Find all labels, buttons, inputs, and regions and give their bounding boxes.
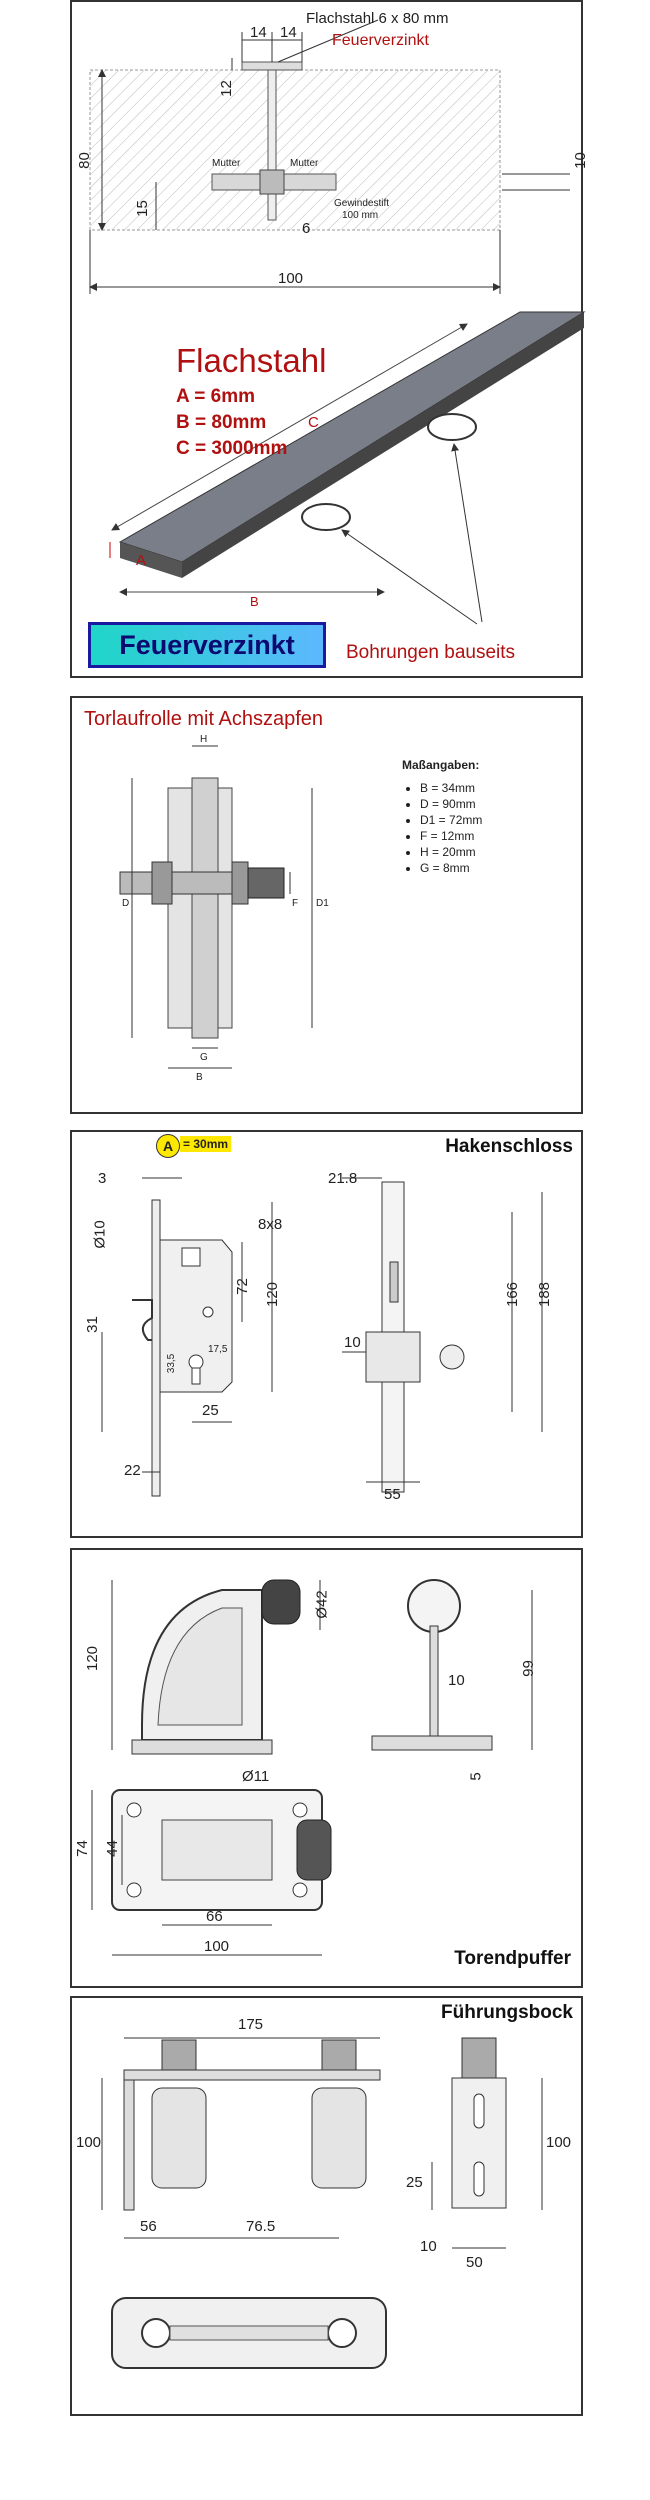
bracket-bar bbox=[123, 2069, 381, 2081]
fuehrungsbock-drawing bbox=[101, 2037, 543, 2369]
dim-56: 56 bbox=[140, 2218, 157, 2235]
mutter-left-label: Mutter bbox=[212, 158, 241, 169]
spec-item: H = 20mm bbox=[420, 844, 482, 860]
dim-44: 44 bbox=[103, 1840, 121, 1857]
torlaufrolle-panel: Torlaufrolle mit Achszapfen H D D1 F G B… bbox=[70, 696, 583, 1114]
hakenschloss-panel: Hakenschloss A = 30mm 3 21.8 Ø10 8x8 72 … bbox=[70, 1130, 583, 1538]
dim-21-8: 21.8 bbox=[328, 1170, 358, 1187]
a-badge: A bbox=[156, 1134, 180, 1158]
flachstahl-header-label: Flachstahl 6 x 80 mm bbox=[306, 10, 449, 27]
torlaufrolle-title: Torlaufrolle mit Achszapfen bbox=[84, 708, 324, 730]
dim-8x8: 8x8 bbox=[258, 1216, 283, 1233]
dim-10-dia: Ø10 bbox=[91, 1220, 109, 1249]
dim-188: 188 bbox=[536, 1281, 554, 1308]
dim-11: Ø11 bbox=[242, 1768, 270, 1785]
spec-item: F = 12mm bbox=[420, 828, 482, 844]
dim-55: 55 bbox=[384, 1486, 401, 1503]
gewindestift-length: 100 mm bbox=[342, 210, 379, 221]
torendpuffer-title: Torendpuffer bbox=[454, 1948, 571, 1969]
dim-100: 100 bbox=[204, 1938, 230, 1955]
lbl-f: F bbox=[292, 898, 299, 909]
a-badge-text: = 30mm bbox=[180, 1136, 232, 1152]
dim-10: 10 bbox=[571, 152, 589, 169]
torendpuffer-panel: 120 Ø42 99 10 5 Ø11 74 44 66 100 Torendp… bbox=[70, 1548, 583, 1988]
fuehrungsbock-panel: Führungsbock 175 100 100 25 10 50 56 76.… bbox=[70, 1996, 583, 2416]
dim-80: 80 bbox=[75, 152, 93, 169]
label-a: A bbox=[136, 552, 147, 569]
dim-5: 5 bbox=[467, 1772, 485, 1781]
dim-3: 3 bbox=[98, 1170, 107, 1187]
dim-33-5: 33,5 bbox=[166, 1353, 178, 1374]
spec-item: B = 34mm bbox=[420, 780, 482, 796]
dim-100-right: 100 bbox=[546, 2134, 572, 2151]
mutter-right-label: Mutter bbox=[290, 158, 319, 169]
label-c: C bbox=[308, 414, 319, 431]
dim-10: 10 bbox=[448, 1672, 465, 1689]
fuehrungsbock-title: Führungsbock bbox=[441, 2002, 573, 2023]
dim-120: 120 bbox=[264, 1281, 282, 1308]
dim-31: 31 bbox=[83, 1316, 101, 1333]
spec-a: A = 6mm bbox=[176, 386, 256, 407]
hakenschloss-title: Hakenschloss bbox=[445, 1136, 573, 1157]
roller-left bbox=[151, 2087, 207, 2189]
bore-hole-1 bbox=[301, 503, 351, 531]
roller-right bbox=[311, 2087, 367, 2189]
dim-72: 72 bbox=[233, 1278, 251, 1295]
spec-c: C = 3000mm bbox=[176, 438, 288, 459]
dim-14-right: 14 bbox=[280, 24, 297, 41]
feuerverzinkt-header: Feuerverzinkt bbox=[332, 32, 429, 49]
flachstahl-drawing bbox=[89, 19, 586, 625]
dim-25: 25 bbox=[202, 1402, 219, 1419]
dim-74: 74 bbox=[73, 1840, 91, 1857]
dim-100-left: 100 bbox=[76, 2134, 102, 2151]
hakenschloss-drawing bbox=[101, 1177, 543, 1497]
specs-list: B = 34mm D = 90mm D1 = 72mm F = 12mm H =… bbox=[402, 780, 482, 876]
specs-heading: Maßangaben: bbox=[402, 758, 480, 772]
dim-76-5: 76.5 bbox=[246, 2218, 276, 2235]
concrete-block bbox=[89, 69, 501, 231]
dim-66: 66 bbox=[206, 1908, 223, 1925]
spec-item: D1 = 72mm bbox=[420, 812, 482, 828]
lbl-h: H bbox=[200, 734, 208, 745]
dim-175: 175 bbox=[238, 2016, 264, 2033]
dim-166: 166 bbox=[504, 1281, 522, 1308]
dim-14-left: 14 bbox=[250, 24, 267, 41]
lock-body bbox=[159, 1239, 233, 1393]
gewindestift-label: Gewindestift bbox=[334, 198, 390, 209]
buffer-front-view bbox=[407, 1579, 461, 1633]
dim-10: 10 bbox=[344, 1334, 361, 1351]
torendpuffer-drawing bbox=[91, 1579, 533, 1956]
dim-120: 120 bbox=[84, 1645, 102, 1672]
lbl-g: G bbox=[200, 1052, 208, 1063]
spec-item: G = 8mm bbox=[420, 860, 482, 876]
spec-b: B = 80mm bbox=[176, 412, 267, 433]
dim-10: 10 bbox=[420, 2238, 437, 2255]
flachstahl-title: Flachstahl bbox=[176, 342, 327, 379]
dim-50: 50 bbox=[466, 2254, 483, 2271]
dim-42: Ø42 bbox=[313, 1590, 331, 1619]
bohrungen-label: Bohrungen bauseits bbox=[346, 642, 516, 663]
dim-12: 12 bbox=[217, 80, 235, 97]
dim-100: 100 bbox=[278, 270, 304, 287]
flachstahl-panel: Flachstahl 6 x 80 mm Feuerverzinkt 14 14… bbox=[70, 0, 589, 678]
lbl-d: D bbox=[122, 898, 130, 909]
dim-22: 22 bbox=[124, 1462, 141, 1479]
buffer-rubber bbox=[261, 1579, 301, 1625]
key-cylinder bbox=[439, 1344, 465, 1370]
bore-hole-2 bbox=[427, 413, 477, 441]
spec-item: D = 90mm bbox=[420, 796, 482, 812]
feuerverzinkt-badge: Feuerverzinkt bbox=[88, 622, 326, 668]
lbl-d1: D1 bbox=[316, 898, 329, 909]
torlaufrolle-drawing bbox=[119, 745, 313, 1069]
dim-15: 15 bbox=[133, 200, 151, 217]
dim-25: 25 bbox=[406, 2174, 423, 2191]
dim-6: 6 bbox=[302, 220, 311, 237]
dim-17-5: 17,5 bbox=[208, 1344, 228, 1355]
wheel-body bbox=[167, 787, 193, 1029]
label-b: B bbox=[250, 594, 259, 609]
lbl-b: B bbox=[196, 1072, 203, 1083]
dim-99: 99 bbox=[519, 1660, 537, 1677]
specs-block: Maßangaben: B = 34mm D = 90mm D1 = 72mm … bbox=[402, 758, 482, 876]
